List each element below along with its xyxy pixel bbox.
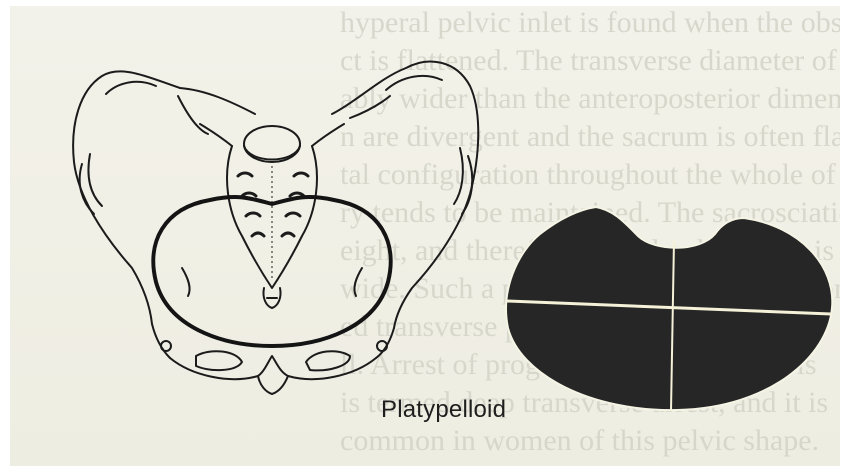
- book-page-photo: hyperal pelvic inlet is found when the o…: [10, 6, 840, 466]
- figure-caption: Platypelloid: [381, 396, 506, 424]
